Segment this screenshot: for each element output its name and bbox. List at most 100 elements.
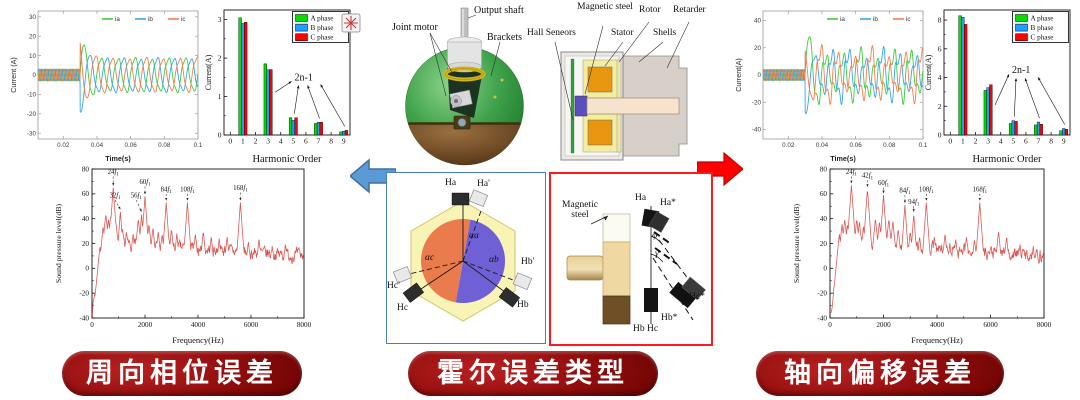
svg-text:-10: -10 <box>27 92 37 99</box>
svg-text:-20: -20 <box>817 290 827 298</box>
svg-text:0.06: 0.06 <box>849 142 862 149</box>
brackets-label: Brackets <box>487 32 522 43</box>
svg-text:0: 0 <box>32 72 36 79</box>
svg-text:3: 3 <box>986 137 990 146</box>
svg-text:40: 40 <box>82 215 90 223</box>
svg-text:0.08: 0.08 <box>883 142 896 149</box>
svg-text:40: 40 <box>820 215 828 223</box>
svg-text:0: 0 <box>90 321 94 329</box>
svg-text:20: 20 <box>754 45 762 52</box>
svg-text:80: 80 <box>82 165 90 173</box>
output-shaft-label: Output shaft <box>474 5 524 16</box>
svg-text:108f1: 108f1 <box>180 186 195 195</box>
banner-right-text: 轴向偏移误差 <box>784 358 976 388</box>
alpha-c-label: αc <box>425 253 435 263</box>
svg-text:84f1: 84f1 <box>161 186 173 195</box>
hb-hc-label: Hb Hc <box>633 324 659 334</box>
svg-text:6: 6 <box>938 44 942 53</box>
svg-text:0: 0 <box>828 321 832 329</box>
svg-text:108f1: 108f1 <box>919 186 934 195</box>
ha-label-2: Ha <box>635 193 647 203</box>
ball-joint-motor-svg <box>405 7 524 166</box>
svg-text:6000: 6000 <box>983 321 998 329</box>
svg-text:6: 6 <box>1024 137 1028 146</box>
svg-text:2: 2 <box>974 137 978 146</box>
svg-text:Frequency(Hz): Frequency(Hz) <box>172 335 224 345</box>
magnetic-steel-label: Magnetic steel <box>577 2 633 12</box>
ball-joint-motor-diagram: Output shaft Joint motor Brackets <box>390 2 540 167</box>
svg-text:20: 20 <box>82 240 90 248</box>
phi-angle-label: φ <box>652 231 658 241</box>
svg-text:2: 2 <box>254 137 258 146</box>
hb-label: Hb <box>517 300 529 310</box>
svg-text:-40: -40 <box>817 314 827 322</box>
svg-text:ib: ib <box>148 16 153 23</box>
hall-position-error-diagram: Ha Ha' Hb' Hb Hc Hc' αa αb αc <box>386 172 546 344</box>
svg-text:-40: -40 <box>752 127 762 134</box>
joint-motor-label: Joint motor <box>392 22 438 33</box>
svg-text:20: 20 <box>820 240 828 248</box>
svg-text:0: 0 <box>938 131 942 140</box>
svg-text:30: 30 <box>29 14 37 21</box>
ha-star-label: Ha* <box>660 198 676 208</box>
svg-text:0: 0 <box>948 137 952 146</box>
alpha-a-label: αa <box>469 231 479 241</box>
svg-text:0: 0 <box>85 265 89 273</box>
ha-prime-label: Ha' <box>477 179 490 189</box>
svg-text:4: 4 <box>279 137 283 146</box>
hall-circle-svg <box>392 189 533 322</box>
svg-text:Frequency(Hz): Frequency(Hz) <box>911 335 963 345</box>
svg-text:7: 7 <box>317 137 321 146</box>
svg-text:3: 3 <box>218 15 222 24</box>
svg-text:Time(s): Time(s) <box>105 154 131 163</box>
rotor-label: Rotor <box>639 5 661 15</box>
svg-text:C phase: C phase <box>1031 34 1054 42</box>
flow-arrow-right <box>697 151 743 187</box>
motor-cross-section-svg <box>554 21 690 161</box>
svg-text:6: 6 <box>304 137 308 146</box>
svg-text:Current(A): Current(A) <box>734 58 743 92</box>
svg-text:2n-1: 2n-1 <box>295 72 313 83</box>
svg-text:C phase: C phase <box>311 34 334 42</box>
retarder-label: Retarder <box>673 5 706 15</box>
svg-text:6000: 6000 <box>244 321 259 329</box>
svg-text:10: 10 <box>29 53 37 60</box>
svg-text:0: 0 <box>228 137 232 146</box>
hall-axial-error-diagram: Magnetic steel Ha Ha* φ γ Hb Hc Hc* Hb* <box>549 172 713 346</box>
svg-text:84f1: 84f1 <box>899 188 911 197</box>
svg-text:7: 7 <box>1037 137 1041 146</box>
svg-text:ib: ib <box>873 16 878 23</box>
seal-icon[interactable] <box>341 13 361 33</box>
svg-text:8000: 8000 <box>297 321 312 329</box>
svg-text:168f1: 168f1 <box>233 185 248 194</box>
svg-text:B phase: B phase <box>1031 24 1054 32</box>
svg-text:56f1: 56f1 <box>131 193 143 202</box>
hb-prime-label: Hb' <box>521 257 535 267</box>
svg-text:8: 8 <box>938 16 942 25</box>
svg-text:Harmonic Order: Harmonic Order <box>972 154 1042 165</box>
svg-text:-20: -20 <box>79 290 89 298</box>
svg-text:-40: -40 <box>79 314 89 322</box>
alpha-b-label: αb <box>489 255 499 265</box>
svg-text:4000: 4000 <box>191 321 206 329</box>
svg-text:A phase: A phase <box>311 15 334 23</box>
svg-text:ia: ia <box>840 16 845 23</box>
svg-text:4: 4 <box>938 73 942 82</box>
svg-text:ic: ic <box>181 16 186 23</box>
axial-diagram-svg <box>566 206 706 325</box>
svg-text:Current (A): Current (A) <box>9 57 18 93</box>
hall-sensors-label: Hall Seneors <box>527 28 576 38</box>
left-block-arrow-icon <box>350 158 396 194</box>
svg-text:3: 3 <box>266 137 270 146</box>
svg-text:B phase: B phase <box>311 24 334 32</box>
